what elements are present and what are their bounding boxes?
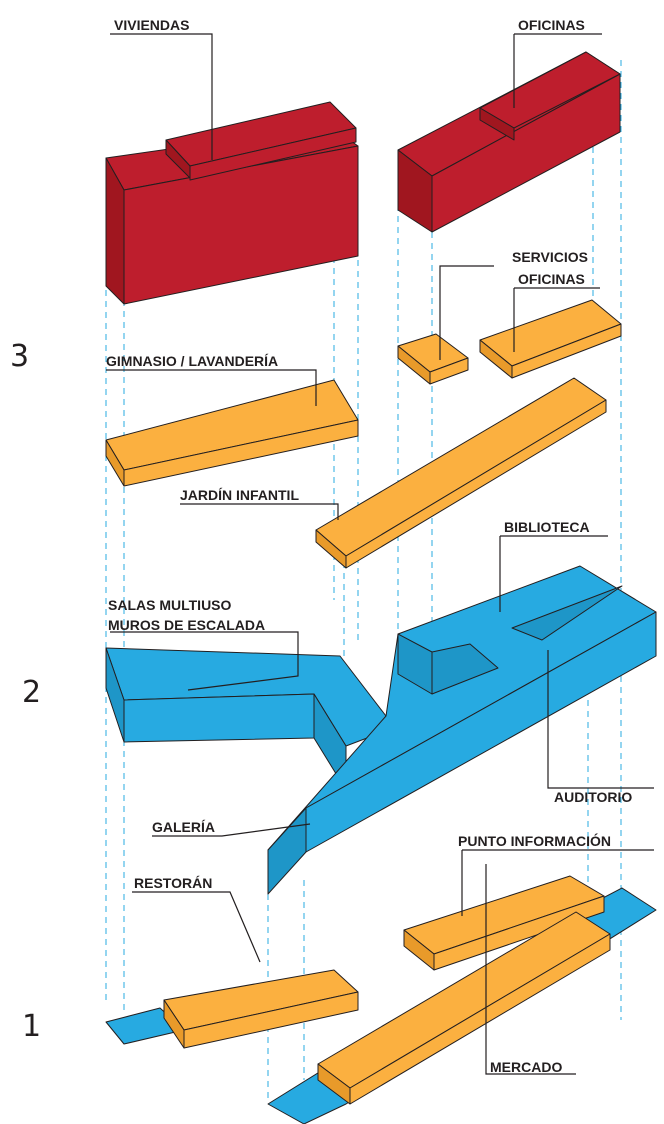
servicios-block bbox=[397, 333, 469, 385]
label-salas-line2: MUROS DE ESCALADA bbox=[108, 617, 265, 633]
label-restoran: RESTORÁN bbox=[134, 875, 212, 891]
label-galeria: GALERÍA bbox=[152, 819, 215, 835]
label-oficinas: OFICINAS bbox=[518, 17, 585, 33]
gimnasio-block bbox=[105, 379, 359, 487]
restoran-block bbox=[163, 969, 359, 1049]
oficinas-annex-block bbox=[479, 299, 622, 379]
label-servicios-line2: OFICINAS bbox=[518, 271, 585, 287]
jardin-block bbox=[315, 377, 607, 569]
label-jardin: JARDÍN INFANTIL bbox=[180, 487, 299, 503]
level-2-number: 2 bbox=[22, 675, 41, 710]
label-biblioteca: BIBLIOTECA bbox=[504, 519, 590, 535]
label-servicios-line1: SERVICIOS bbox=[512, 249, 588, 265]
label-viviendas: VIVIENDAS bbox=[114, 17, 189, 33]
leader-lines bbox=[106, 33, 654, 1075]
level-1-number: 1 bbox=[22, 1009, 41, 1044]
label-salas-line1: SALAS MULTIUSO bbox=[108, 597, 232, 613]
oficinas-block bbox=[397, 51, 621, 233]
mercado-block bbox=[317, 911, 611, 1105]
label-auditorio: AUDITORIO bbox=[554, 789, 632, 805]
punto-info-block bbox=[403, 875, 605, 971]
viviendas-block bbox=[105, 101, 359, 305]
label-gimnasio: GIMNASIO / LAVANDERÍA bbox=[106, 353, 278, 369]
label-mercado: MERCADO bbox=[490, 1059, 562, 1075]
label-punto-informacion: PUNTO INFORMACIÓN bbox=[458, 832, 611, 849]
level-3-number: 3 bbox=[10, 339, 29, 374]
level2-public-block bbox=[105, 565, 657, 895]
